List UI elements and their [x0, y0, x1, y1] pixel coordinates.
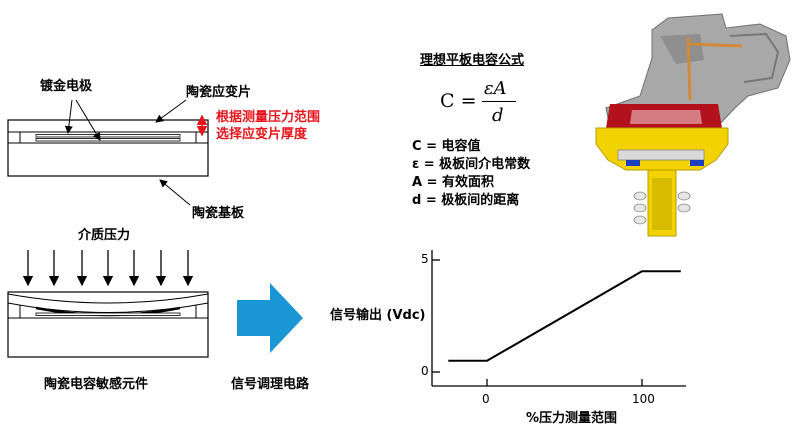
formula-fraction-bar — [482, 101, 516, 102]
formula-def-epsilon: ε = 极板间介电常数 — [412, 157, 531, 172]
formula-def-a: A = 有效面积 — [412, 175, 495, 190]
series-output-line — [448, 270, 681, 362]
formula-lhs: C = — [440, 90, 477, 112]
label-thickness-note-1: 根据测量压力范围 — [216, 110, 321, 125]
formula-denominator: d — [492, 105, 504, 126]
y-tick-0: 0 — [421, 364, 429, 378]
y-tick-5: 5 — [421, 252, 429, 266]
label-medium-pressure: 介质压力 — [78, 228, 131, 243]
label-ceramic-diaphragm: 陶瓷应变片 — [186, 85, 252, 100]
electrode-top — [35, 134, 181, 138]
capacitor-schematic-top — [7, 99, 209, 206]
label-sensing-element: 陶瓷电容敏感元件 — [44, 377, 149, 392]
label-ceramic-substrate: 陶瓷基板 — [192, 206, 245, 221]
x-tick-0: 0 — [482, 392, 490, 406]
x-tick-100: 100 — [632, 392, 655, 406]
flow-arrow — [237, 283, 303, 353]
electrode-bottom — [35, 138, 181, 142]
pressure-arrows — [22, 250, 194, 287]
formula-title: 理想平板电容公式 — [420, 53, 525, 68]
label-thickness-note-2: 选择应变片厚度 — [216, 127, 308, 142]
chart-y-label: 信号输出 (Vdc) — [330, 308, 426, 323]
formula-def-d: d = 极板间的距离 — [412, 193, 520, 208]
label-gold-electrode: 镀金电极 — [40, 79, 93, 94]
capacitor-schematic-deformed — [7, 291, 209, 358]
chart-x-label: %压力测量范围 — [526, 411, 618, 426]
substrate-outline — [7, 119, 209, 177]
formula-def-c: C = 电容值 — [412, 139, 481, 154]
formula-numerator: εA — [484, 78, 507, 99]
label-signal-circuit: 信号调理电路 — [231, 377, 310, 392]
